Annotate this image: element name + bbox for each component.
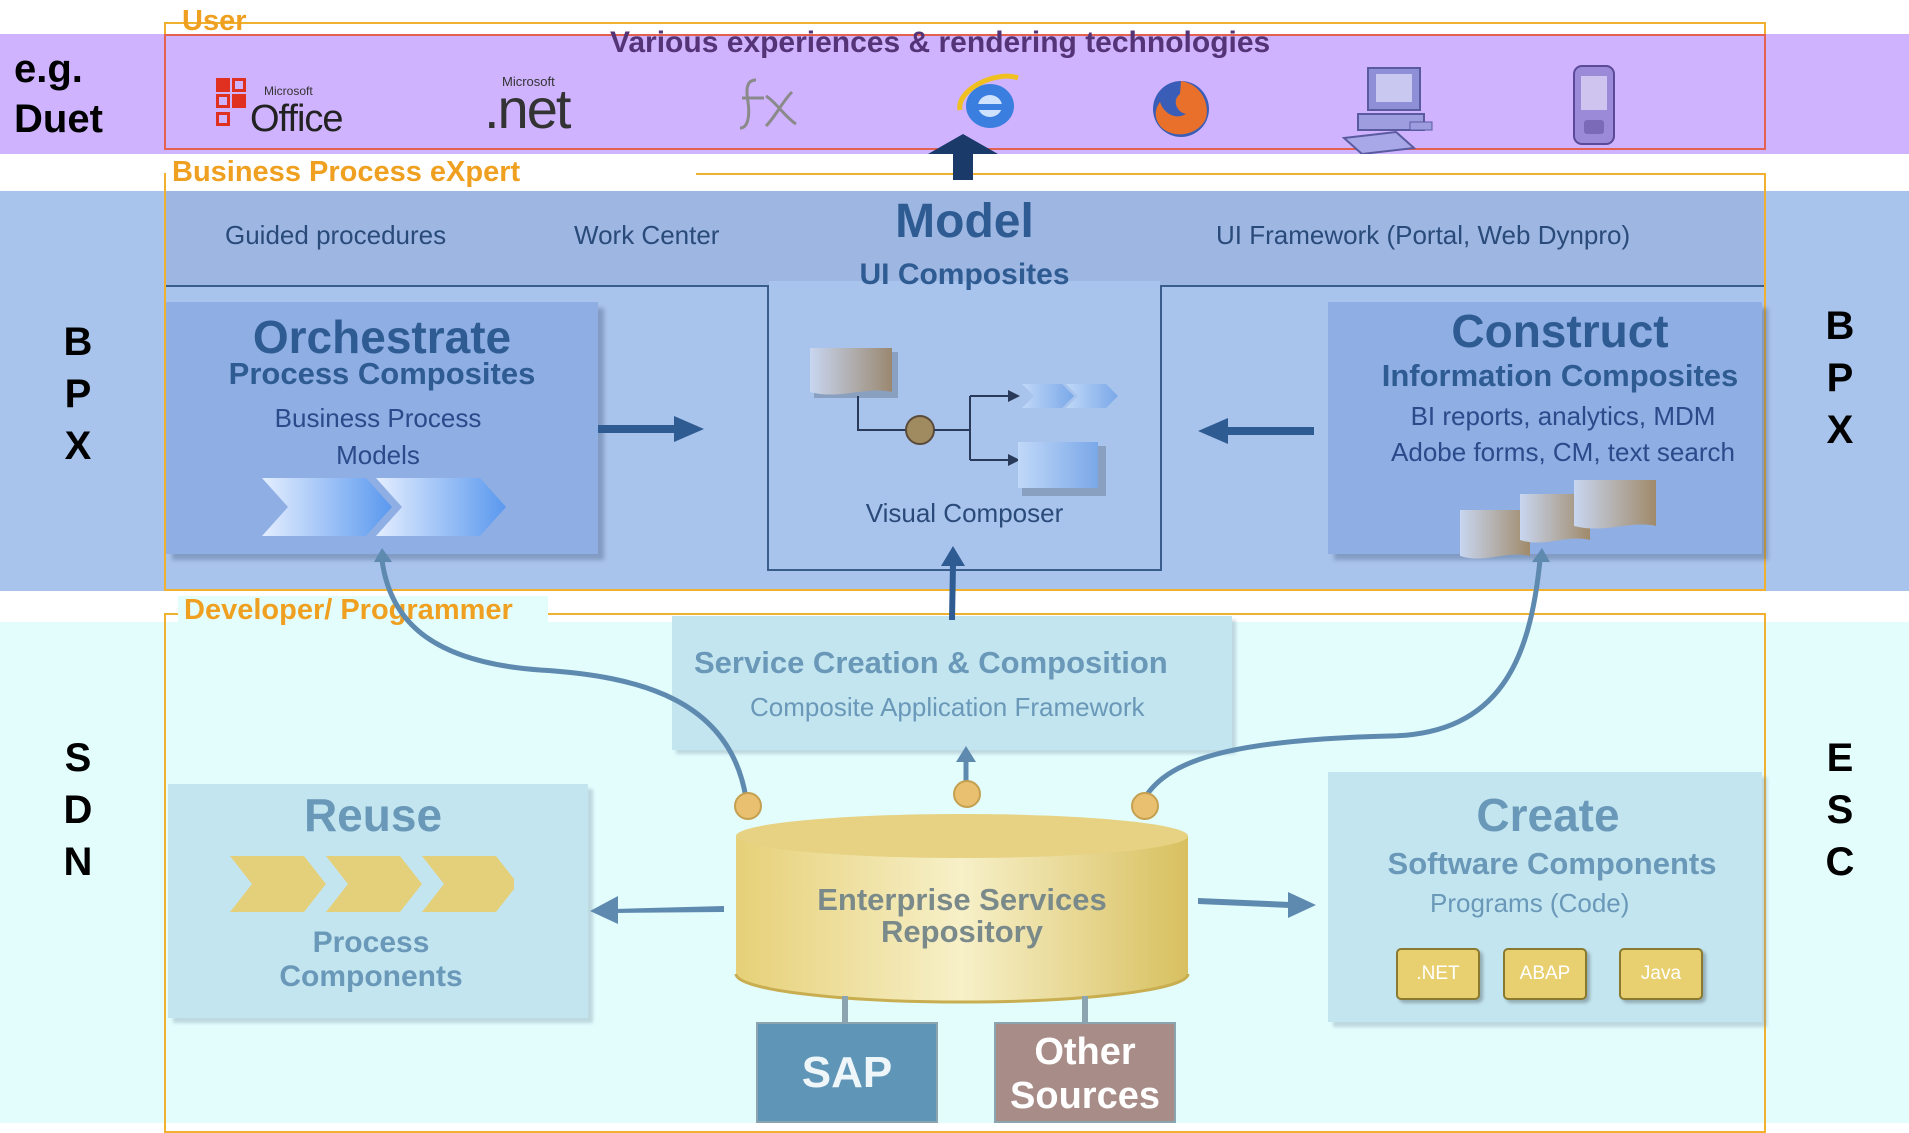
user-side-line2: Duet bbox=[14, 97, 103, 141]
abap-tag: ABAP bbox=[1503, 948, 1587, 1000]
arrow-up-to-user bbox=[928, 134, 998, 180]
sap-label: SAP bbox=[801, 1047, 893, 1097]
firefox-icon bbox=[1153, 81, 1209, 137]
bpx-side-left-x: X bbox=[64, 424, 92, 468]
microsoft-office-icon: Microsoft Office bbox=[216, 76, 346, 140]
model-panel-cover bbox=[769, 281, 1160, 289]
net-big-text: .net bbox=[484, 77, 571, 140]
orchestrate-line1: Business Process bbox=[274, 403, 482, 433]
bpx-top-strip bbox=[164, 191, 1764, 287]
arrow-repository-to-reuse bbox=[590, 896, 724, 924]
work-center-label: Work Center bbox=[574, 220, 720, 250]
sdn-frame-label: Developer/ Programmer bbox=[184, 594, 513, 626]
sdn-side-left: S D N bbox=[58, 732, 98, 888]
model-title: Model bbox=[895, 195, 1034, 248]
enterprise-services-repository-cylinder bbox=[734, 814, 1190, 1004]
java-tag: Java bbox=[1619, 948, 1703, 1000]
service-creation-subtitle: Composite Application Framework bbox=[750, 692, 1145, 722]
model-subtitle: UI Composites bbox=[859, 258, 1070, 291]
orchestrate-line2: Models bbox=[336, 440, 420, 470]
mobile-device-icon bbox=[1573, 65, 1615, 145]
user-side-line1: e.g. bbox=[14, 47, 83, 91]
orchestrate-title: Orchestrate bbox=[252, 311, 512, 363]
service-creation-title: Service Creation & Composition bbox=[694, 645, 1168, 680]
orchestrate-subtitle: Process Composites bbox=[228, 356, 536, 391]
flex-icon bbox=[739, 78, 797, 130]
construct-title: Construct bbox=[1451, 305, 1669, 357]
create-title: Create bbox=[1476, 789, 1620, 841]
user-title: Various experiences & rendering technolo… bbox=[610, 26, 1271, 59]
create-line1: Programs (Code) bbox=[1430, 888, 1630, 918]
reuse-title: Reuse bbox=[303, 789, 443, 841]
bpx-side-right-x: X bbox=[1826, 408, 1854, 452]
user-frame-label: User bbox=[182, 5, 247, 37]
guided-procedures-label: Guided procedures bbox=[225, 220, 447, 250]
microsoft-net-icon: Microsoft .net bbox=[484, 70, 594, 140]
bpx-side-right-b: B bbox=[1825, 304, 1855, 348]
internet-explorer-icon bbox=[957, 73, 1019, 128]
reuse-chevrons bbox=[230, 856, 514, 912]
office-small-text: Microsoft bbox=[264, 84, 313, 98]
office-big-text: Office bbox=[250, 98, 344, 140]
user-side-label: e.g. Duet bbox=[14, 44, 103, 144]
sdn-side-left-s: S bbox=[64, 736, 92, 780]
sdn-side-left-n: N bbox=[63, 840, 93, 884]
arrow-construct-to-model bbox=[1198, 418, 1314, 444]
bpx-frame-label: Business Process eXpert bbox=[172, 156, 521, 188]
model-panel bbox=[767, 285, 1162, 571]
construct-documents bbox=[1460, 480, 1656, 559]
arrow-repository-to-create bbox=[1198, 892, 1316, 918]
service-creation-panel bbox=[672, 616, 1232, 750]
arrow-orchestrate-to-model bbox=[598, 416, 704, 442]
desktop-computer-icon bbox=[1341, 67, 1433, 154]
ui-framework-label: UI Framework (Portal, Web Dynpro) bbox=[1216, 220, 1631, 250]
bpx-side-right-p: P bbox=[1826, 356, 1854, 400]
other-sources-line2: Sources bbox=[1010, 1075, 1160, 1117]
sdn-side-right-s: S bbox=[1826, 788, 1854, 832]
bpx-side-left-p: P bbox=[64, 372, 92, 416]
sdn-frame-label-bg bbox=[178, 596, 548, 628]
construct-subtitle: Information Composites bbox=[1381, 358, 1739, 393]
dotnet-tag: .NET bbox=[1396, 948, 1480, 1000]
other-connector bbox=[1082, 996, 1088, 1024]
bpx-frame-label-bg bbox=[166, 158, 696, 188]
bpx-side-left-b: B bbox=[63, 320, 93, 364]
sdn-side-right-e: E bbox=[1826, 736, 1854, 780]
other-sources-line1: Other bbox=[1034, 1031, 1136, 1073]
other-sources-box: Other Sources bbox=[994, 1022, 1176, 1123]
orchestrate-chevrons bbox=[262, 478, 506, 536]
sdn-side-right: E S C bbox=[1820, 732, 1860, 888]
reuse-line1: Process bbox=[312, 926, 430, 959]
construct-line2: Adobe forms, CM, text search bbox=[1391, 437, 1735, 467]
create-subtitle: Software Components bbox=[1387, 846, 1717, 881]
sap-connector bbox=[842, 996, 848, 1024]
bpx-side-right: B P X bbox=[1820, 300, 1860, 456]
repository-line2: Repository bbox=[881, 914, 1043, 949]
net-small-text: Microsoft bbox=[502, 74, 555, 89]
sap-box: SAP bbox=[756, 1022, 938, 1123]
bpx-side-left: B P X bbox=[58, 316, 98, 472]
sdn-side-right-c: C bbox=[1825, 840, 1855, 884]
repository-line1: Enterprise Services bbox=[817, 882, 1107, 917]
sdn-side-left-d: D bbox=[63, 788, 93, 832]
visual-composer-diagram bbox=[810, 348, 1118, 496]
reuse-line2: Components bbox=[279, 960, 463, 993]
construct-line1: BI reports, analytics, MDM bbox=[1410, 401, 1716, 431]
visual-composer-caption: Visual Composer bbox=[865, 498, 1064, 528]
